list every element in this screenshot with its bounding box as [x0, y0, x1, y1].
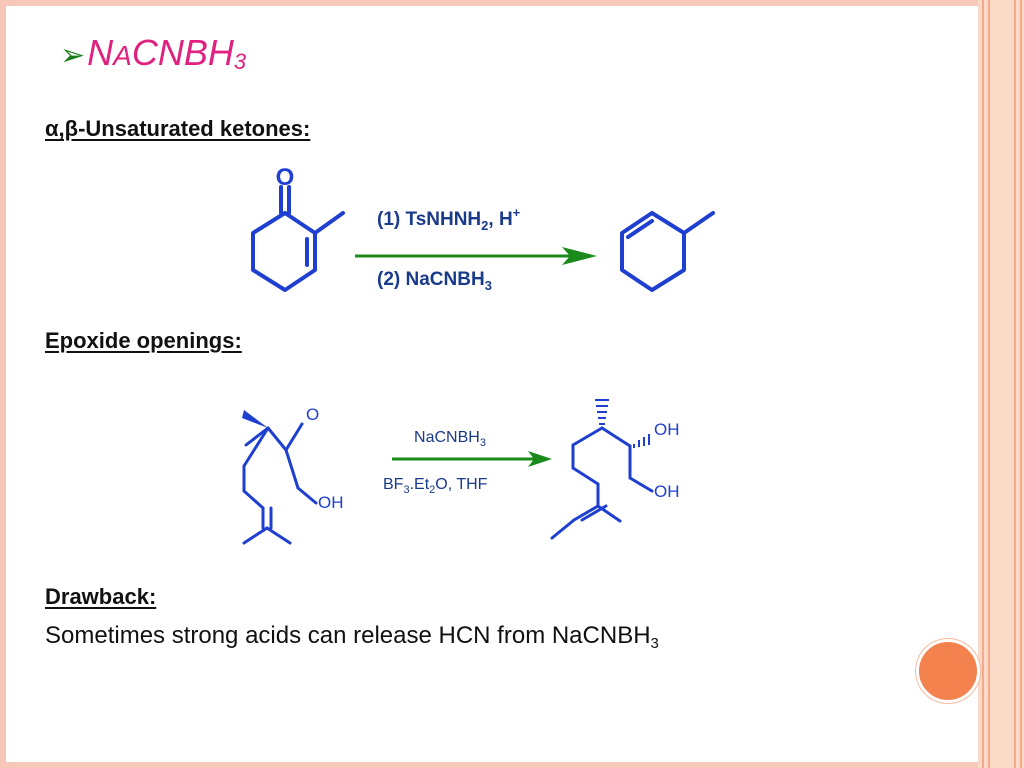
reaction-2-scheme: O OH NaCNBH3 BF3.Et2O, THF OH OH — [242, 399, 680, 545]
epoxide-oxygen-label: O — [306, 405, 319, 424]
epoxy-alcohol-structure — [242, 422, 318, 545]
reaction-2-condition-top: NaCNBH3 — [414, 429, 486, 449]
cyclohexenone-structure — [251, 185, 345, 292]
product-oh-label-lower: OH — [654, 482, 680, 501]
epoxy-alcohol-oh-label: OH — [318, 493, 344, 512]
decorative-circle — [916, 639, 980, 703]
slide-title: ➢NACNBH3 — [60, 32, 247, 74]
hydroxyl-hash-icon — [633, 434, 650, 448]
reaction-2-condition-bottom: BF3.Et2O, THF — [383, 476, 488, 496]
reaction-1-scheme: O (1) TsNHNH2, H+ (2) NaCNBH3 — [251, 164, 715, 293]
reaction-2-arrowhead-icon — [528, 451, 552, 467]
bullet-arrow-icon: ➢ — [60, 39, 86, 72]
reaction-1-condition-1: (1) TsNHNH2, H+ — [377, 205, 521, 233]
reaction-1-condition-2: (2) NaCNBH3 — [377, 269, 492, 293]
reaction-1-arrowhead-icon — [562, 247, 597, 265]
methyl-hash-icon — [595, 399, 609, 425]
methyl-wedge-icon — [242, 410, 268, 428]
slide-border-left — [0, 0, 6, 768]
oxygen-label: O — [276, 164, 295, 191]
heading-drawback: Drawback: — [45, 584, 157, 609]
heading-epoxide-openings: Epoxide openings: — [45, 328, 242, 353]
product-oh-label-upper: OH — [654, 420, 680, 439]
diol-product-structure — [550, 426, 654, 540]
decorative-right-band — [978, 0, 1024, 768]
drawback-text: Sometimes strong acids can release HCN f… — [45, 622, 659, 652]
slide-border-bottom — [0, 762, 1024, 768]
methylcyclohexene-structure — [620, 211, 715, 292]
heading-unsaturated-ketones: α,β-Unsaturated ketones: — [45, 116, 311, 141]
slide-border-top — [0, 0, 1024, 6]
